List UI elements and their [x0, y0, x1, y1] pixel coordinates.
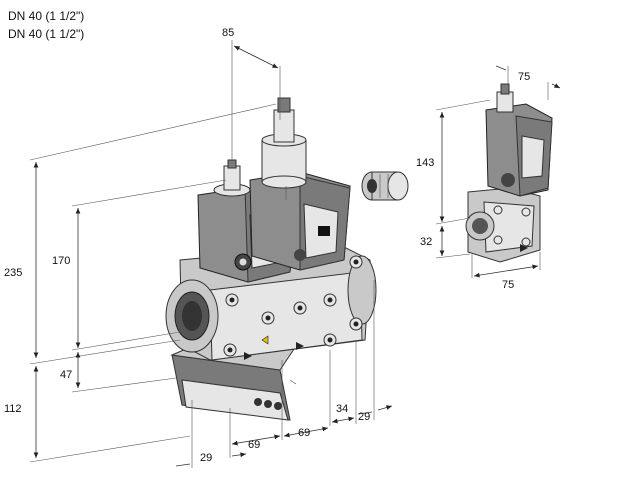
- dim-47: 47: [60, 369, 72, 381]
- dim-143: 143: [416, 157, 434, 169]
- dim-75-top: 75: [518, 71, 530, 83]
- dim-29-right: 29: [358, 411, 370, 423]
- right-solenoid-coil: [249, 97, 351, 271]
- dim-75-bottom: 75: [502, 279, 514, 291]
- model-title-2: DN 40 (1 1/2"): [8, 27, 85, 41]
- dim-235: 235: [4, 267, 22, 279]
- cable-gland: [361, 171, 409, 201]
- dim-32: 32: [420, 236, 432, 248]
- dim-112: 112: [4, 403, 22, 415]
- side-view-valve: [465, 83, 553, 263]
- model-title-1: DN 40 (1 1/2"): [8, 9, 85, 23]
- dim-170: 170: [52, 255, 70, 267]
- dim-69-right: 69: [298, 427, 310, 439]
- dimension-lines: [29, 40, 560, 468]
- dim-85: 85: [222, 27, 234, 39]
- main-valve-assembly: [165, 97, 377, 421]
- dim-69-left: 69: [248, 439, 260, 451]
- dim-34: 34: [336, 403, 348, 415]
- dim-29-bottom: 29: [200, 452, 212, 464]
